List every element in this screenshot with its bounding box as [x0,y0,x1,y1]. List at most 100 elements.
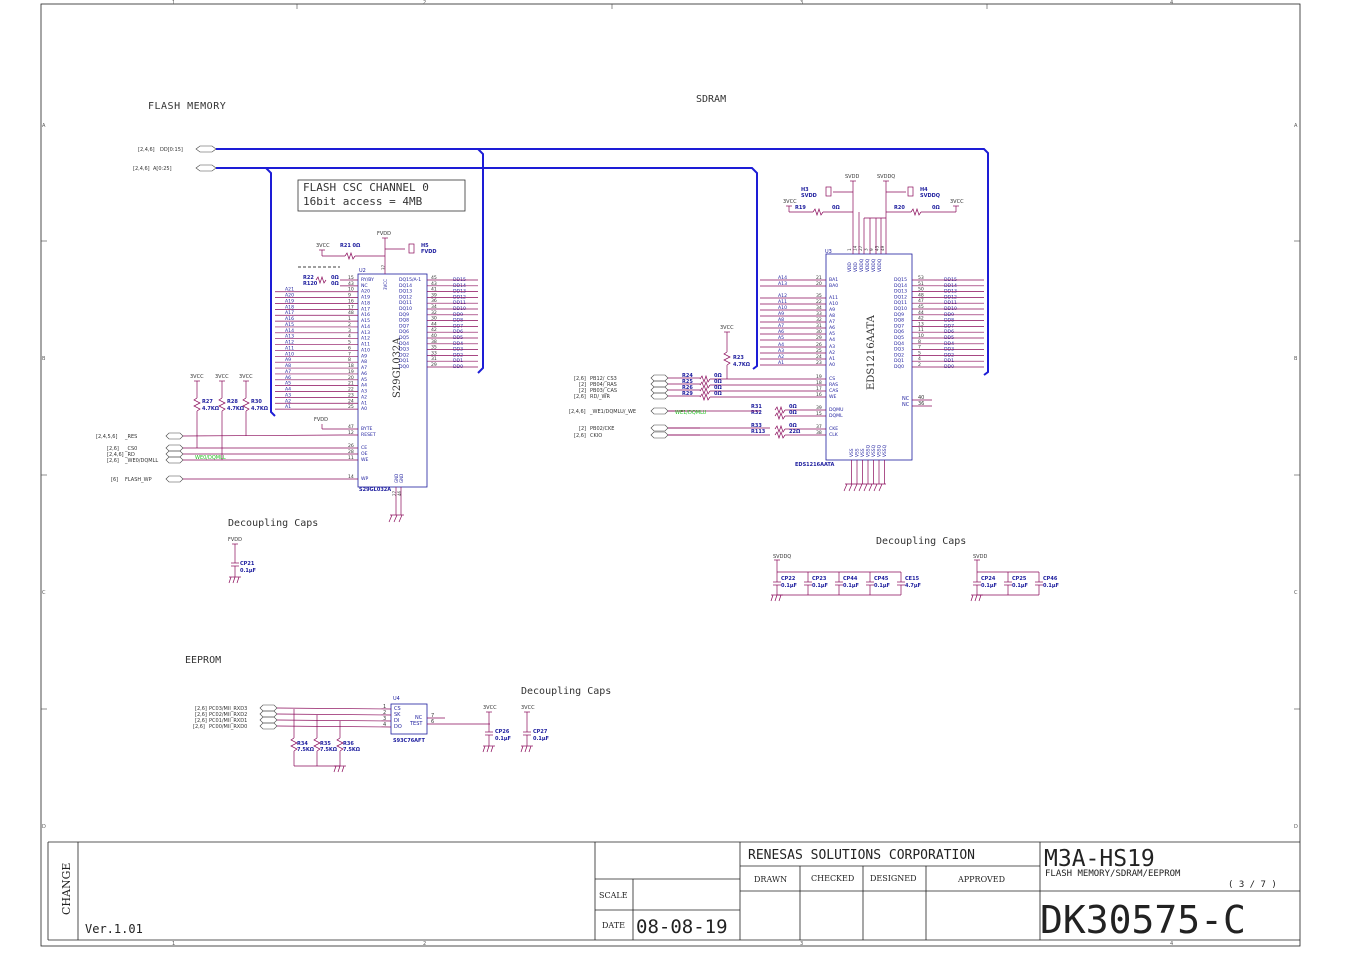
eeprom-resistor-value: 7.5KΩ [320,747,338,753]
flash-dq-pin-number: 30 [431,316,437,322]
sdram-left-pin-number: 20 [816,281,822,287]
flash-dq-pin-label: DQ14 [399,283,412,289]
sdram-ctrl-pin-label: WE [829,394,837,400]
sdram-left-pin-number: 31 [816,323,822,329]
sdram-port-ref: [2] [579,426,586,432]
cap-value-label: 0.1μF [533,736,549,742]
cap-ref-label: CP26 [495,729,510,735]
flash-left-pin-number: 48 [348,310,354,316]
flash-r21-label: R21 0Ω [340,243,361,249]
sdram-ctrl-pin-label: DQMU [829,407,843,413]
zone-col-1-bottom: 1 [172,941,175,947]
sdram-q-decoupling-caps: SVDDQCP220.1μFCP230.1μFCP440.1μFCP450.1μ… [770,554,921,602]
flash-h5-ref: H5 [421,243,429,249]
sdram-dq-pin-number: 11 [918,327,924,333]
cap-value-label: 0.1μF [1012,583,1028,589]
sdram-addr-net-label: A11 [778,299,787,305]
flash-supply-3vcc: 3VCC [316,243,330,249]
sdram-nc-pin-2: NC [902,402,910,408]
sdram-left-pin-label: A8 [829,313,835,319]
flash-dq-pin-label: DQ4 [399,341,409,347]
sdram-r23-ref: R23 [733,355,744,361]
flash-left-pin-number: 43 [348,281,354,287]
zone-col-3-bottom: 3 [800,941,803,947]
sdram-left-pin-label: A6 [829,325,835,331]
decoupling-title-eeprom: Decoupling Caps [521,686,611,697]
cap-value-label: 0.1μF [1043,583,1059,589]
flash-green-net-label: WE0/DQMLL [195,455,226,461]
zone-col-2-top: 2 [423,0,426,6]
sdram-ctrl-pin-number: 38 [816,430,822,436]
sdram-r20-ref: R20 [894,205,905,211]
sdram-left-pin-number: 23 [816,360,822,366]
sdram-addr-net-label: A3 [778,348,784,354]
eeprom-port-name: PC00/MII_RXD0 [209,724,247,730]
flash-port-ref: [2,4,6] [107,452,124,458]
flash-left-pin-label: A6 [361,371,367,377]
flash-dq-pin-label: DQ13 [399,289,412,295]
pullup-ref-label: R28 [227,399,238,405]
flash-ctrl-pin-label: WE [361,457,369,463]
flash-fvdd-label: FVDD [377,231,391,237]
model-name: M3A-HS19 [1044,846,1155,872]
sdram-addr-net-label: A9 [778,311,784,317]
cap-value-label: 0.1μF [874,583,890,589]
sdram-addr-net-label: A2 [778,354,784,360]
flash-addr-net-label: A15 [285,322,294,328]
sdram-dq-pin-label: DQ12 [894,294,907,300]
flash-dq-pin-label: DQ0 [399,364,409,370]
flash-addr-net-label: A5 [285,381,291,387]
flash-addr-net-label: A11 [285,345,294,351]
sdram-ctrl-pin-number: 39 [816,405,822,411]
flash-dq-pin-number: 44 [431,321,437,327]
sdram-addr-net-label: A7 [778,323,784,329]
sdram-ctrl-pin-number: 19 [816,374,822,380]
eeprom-nc-num: 7 [431,713,434,719]
flash-dq-pin-label: DQ7 [399,323,409,329]
border-ticks [41,4,1300,710]
sdram-dq-pin-number: 5 [918,350,921,356]
data-bus-dd [216,148,989,376]
pullup-supply-label: 3VCC [190,374,204,380]
sdram-ctrl-pin-label: CKE [829,426,838,432]
sdram-left-pin-number: 25 [816,348,822,354]
pullup-ref-label: R27 [202,399,213,405]
eeprom-resistor-value: 7.5KΩ [343,747,361,753]
sdram-resistor-ref: R26 [682,385,693,391]
sdram-resistor-value: 0Ω [714,373,722,379]
flash-addr-net-label: A1 [285,404,291,410]
flash-ctrl-pin-label: RESET [361,432,376,438]
sdram-control-port-group: [2,6]PB12/_CS3[2]PB04/_RAS[2]PB03/_CAS[2… [569,373,801,440]
flash-dq-pin-label: DQ3 [399,347,409,353]
flash-dq-pin-number: 31 [431,356,437,362]
sdram-ground-pin-label: VSS [849,448,855,457]
sdram-nc-pin-1: NC [902,396,910,402]
eeprom-pin-label: DO [394,724,402,730]
flash-left-pin-number: 19 [348,369,354,375]
flash-dq-pin-number: 43 [431,281,437,287]
bus-port-a-label: A[0:25] [153,166,172,172]
flash-addr-net-label: A14 [285,328,294,334]
flash-port-ref: [2,4,5,6] [96,434,117,440]
flash-r120-ref: R120 [303,281,318,287]
flash-dq-pin-label: DQ10 [399,306,412,312]
cap-ref-label: CP27 [533,729,548,735]
sdram-power-pin-label: VDDQ [877,258,883,272]
sdram-left-pin-label: A5 [829,331,835,337]
flash-left-pin-number: 6 [348,345,351,351]
sdram-dq-pin-label: DQ14 [894,283,907,289]
sdram-nc-num-2: 36 [918,401,924,407]
sdram-left-pin-label: BA0 [829,283,838,289]
flash-dq-pin-label: DQ12 [399,294,412,300]
flash-left-pin-number: 10 [348,287,354,293]
flash-addr-net-label: A16 [285,316,294,322]
sdram-ctrl-pin-number: 16 [816,392,822,398]
sdram-h3-label: SVDD [801,193,817,199]
flash-part: S29GL032A [359,487,391,493]
zone-col-3-top: 3 [800,0,803,6]
flash-dq-pin-number: 42 [431,327,437,333]
cap-ref-label: CP21 [240,561,255,567]
